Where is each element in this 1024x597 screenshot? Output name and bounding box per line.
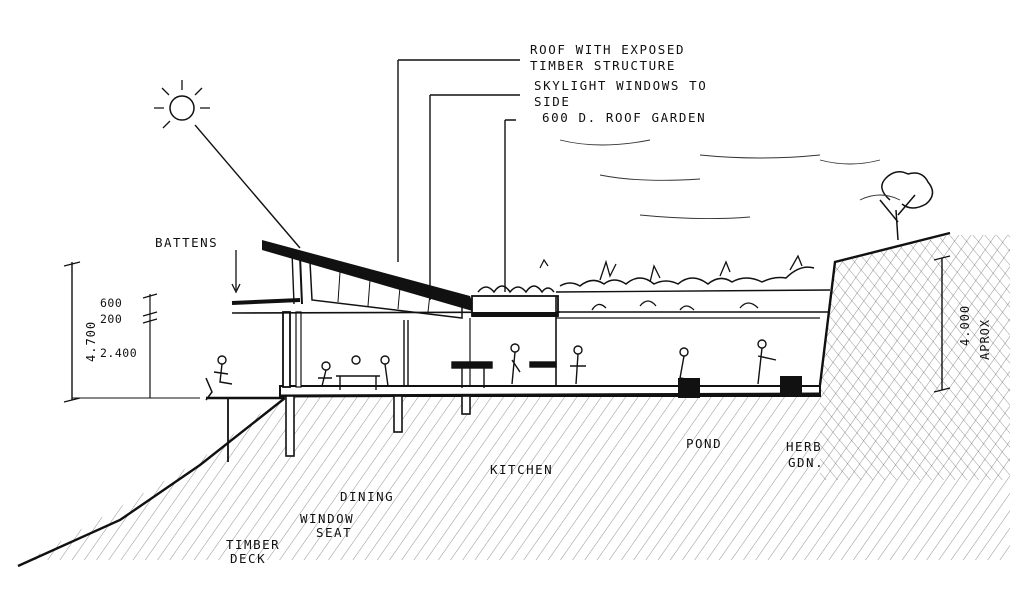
note-timber: TIMBER STRUCTURE bbox=[530, 58, 677, 73]
pier bbox=[461, 395, 471, 415]
tree bbox=[879, 171, 934, 241]
sun-icon bbox=[169, 95, 195, 121]
label-battens: BATTENS bbox=[155, 235, 219, 250]
note-roof: ROOF WITH EXPOSED bbox=[530, 42, 686, 57]
label-window: WINDOW bbox=[300, 511, 355, 526]
note-roof-garden: 600 D. ROOF GARDEN bbox=[542, 110, 707, 125]
label-pond: POND bbox=[686, 436, 723, 451]
ground-hatch bbox=[20, 235, 1010, 565]
pier bbox=[393, 395, 403, 433]
label-gdn: GDN. bbox=[788, 455, 825, 470]
dim-2400: 2.400 bbox=[100, 346, 138, 360]
label-dining: DINING bbox=[340, 489, 395, 504]
pier bbox=[285, 395, 295, 457]
sun-ray bbox=[194, 124, 301, 249]
label-seat: SEAT bbox=[316, 525, 353, 540]
skylight bbox=[309, 261, 463, 319]
pond bbox=[678, 378, 700, 398]
label-herb: HERB bbox=[786, 439, 823, 454]
dim-200: 200 bbox=[100, 312, 123, 326]
label-kitchen: KITCHEN bbox=[490, 462, 554, 477]
label-deck: DECK bbox=[230, 551, 267, 566]
dim-600: 600 bbox=[100, 296, 123, 310]
dim-overall-height: 4.700 bbox=[84, 320, 98, 362]
note-side: SIDE bbox=[534, 94, 571, 109]
ground-line bbox=[17, 397, 286, 568]
slope-line-right bbox=[818, 231, 951, 386]
note-skylight: SKYLIGHT WINDOWS TO bbox=[534, 78, 708, 93]
roof-garden-plants bbox=[477, 285, 555, 294]
deck-rail bbox=[205, 377, 213, 401]
people bbox=[213, 339, 777, 390]
herb-bed bbox=[780, 376, 802, 396]
dim-right-approx: APROX bbox=[978, 318, 992, 360]
wall-left bbox=[282, 311, 291, 388]
dim-right-height: 4.000 bbox=[958, 304, 972, 346]
label-timber: TIMBER bbox=[226, 537, 281, 552]
ground-hatch-right bbox=[820, 235, 1010, 480]
